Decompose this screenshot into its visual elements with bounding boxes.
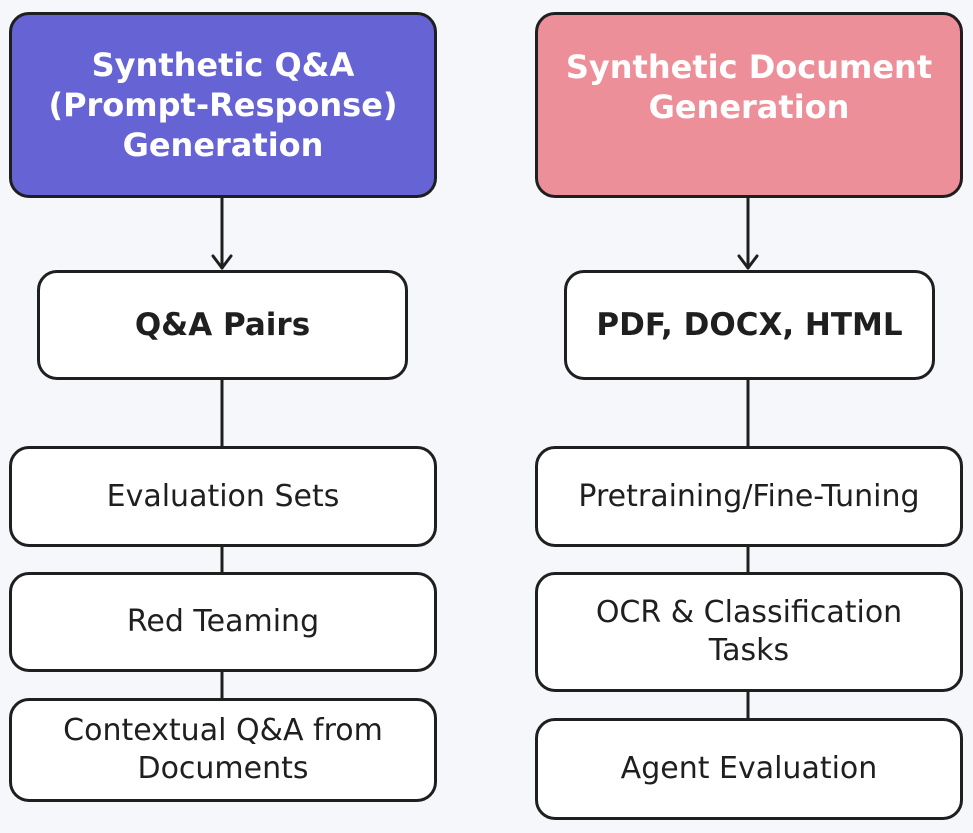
- red-teaming-box: Red Teaming: [9, 572, 437, 672]
- contextual-qa-box: Contextual Q&A from Documents: [9, 698, 437, 802]
- qa-pairs-box: Q&A Pairs: [37, 270, 408, 380]
- pretraining-finetuning-box: Pretraining/Fine-Tuning: [535, 446, 963, 547]
- arrowhead-right: [737, 254, 759, 270]
- arrowhead-left: [211, 254, 233, 270]
- document-generation-header: Synthetic Document Generation: [535, 12, 963, 198]
- qa-generation-header: Synthetic Q&A (Prompt-Response) Generati…: [9, 12, 437, 198]
- agent-evaluation-box: Agent Evaluation: [535, 718, 963, 820]
- ocr-classification-box: OCR & Classification Tasks: [535, 572, 963, 692]
- evaluation-sets-box: Evaluation Sets: [9, 446, 437, 547]
- document-formats-box: PDF, DOCX, HTML: [564, 270, 935, 380]
